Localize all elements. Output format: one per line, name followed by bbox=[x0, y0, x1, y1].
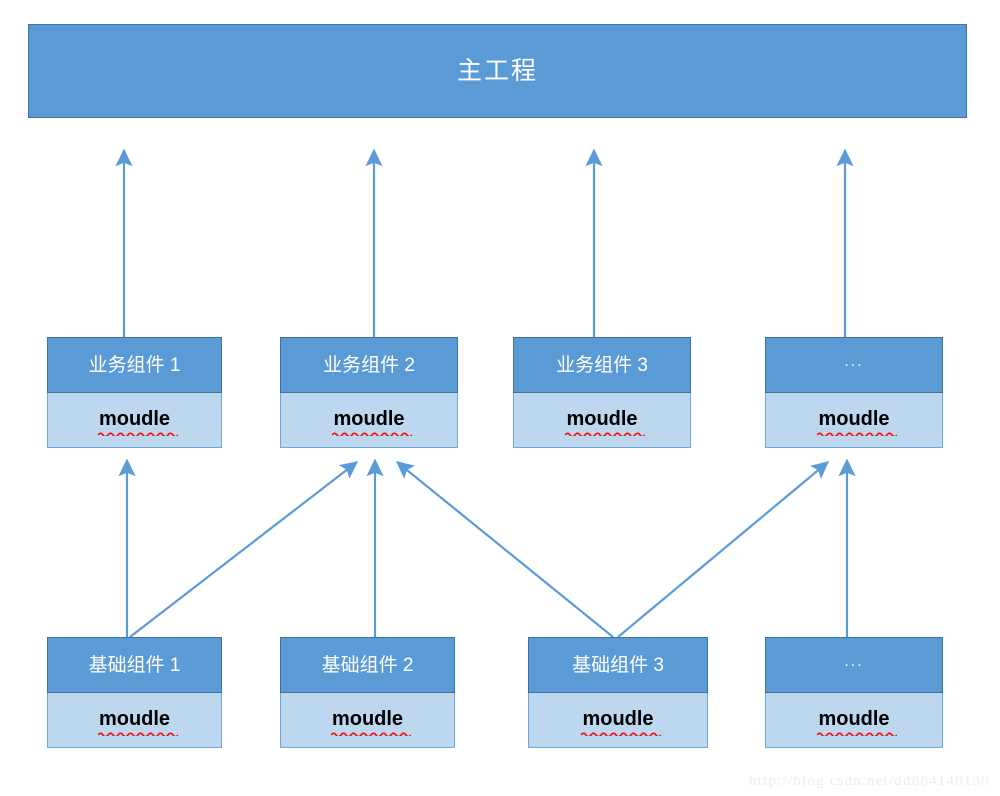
foundation-component-card-2[interactable]: 基础组件 2 moudle bbox=[280, 637, 455, 748]
module-text: moudle bbox=[818, 708, 890, 730]
foundation-component-title-3: 基础组件 3 bbox=[572, 654, 664, 676]
module-label-foundation-1: moudle bbox=[97, 708, 178, 736]
foundation-component-body-4: moudle bbox=[765, 693, 943, 748]
spellcheck-squiggle-icon bbox=[581, 732, 662, 736]
arrow-foundation-3-to-business-4 bbox=[617, 461, 830, 638]
foundation-component-body-3: moudle bbox=[528, 693, 708, 748]
foundation-component-header-4: ... bbox=[765, 637, 943, 693]
business-component-body-4: moudle bbox=[765, 393, 943, 448]
module-label-business-4: moudle bbox=[817, 408, 898, 436]
module-label-business-3: moudle bbox=[565, 408, 646, 436]
watermark-text: http://blog.csdn.net/dd864140130 bbox=[749, 773, 990, 789]
spellcheck-squiggle-icon bbox=[817, 432, 898, 436]
business-component-body-2: moudle bbox=[280, 393, 458, 448]
module-text: moudle bbox=[331, 708, 404, 730]
business-component-card-4[interactable]: ... moudle bbox=[765, 337, 943, 448]
business-component-card-2[interactable]: 业务组件 2 moudle bbox=[280, 337, 458, 448]
module-text: moudle bbox=[566, 408, 638, 430]
spellcheck-squiggle-icon bbox=[97, 732, 178, 736]
spellcheck-squiggle-icon bbox=[817, 732, 898, 736]
foundation-component-title-2: 基础组件 2 bbox=[321, 654, 414, 676]
module-text: moudle bbox=[582, 708, 654, 730]
spellcheck-squiggle-icon bbox=[97, 432, 178, 436]
module-label-foundation-4: moudle bbox=[817, 708, 898, 736]
foundation-component-card-1[interactable]: 基础组件 1 moudle bbox=[47, 637, 222, 748]
module-text: moudle bbox=[98, 708, 171, 730]
main-project-box[interactable]: 主工程 bbox=[28, 24, 967, 118]
foundation-component-card-4[interactable]: ... moudle bbox=[765, 637, 943, 748]
foundation-component-title-4: ... bbox=[844, 653, 864, 670]
module-text: moudle bbox=[333, 408, 405, 430]
business-component-card-3[interactable]: 业务组件 3 moudle bbox=[513, 337, 691, 448]
business-component-header-1: 业务组件 1 bbox=[47, 337, 222, 393]
business-component-body-1: moudle bbox=[47, 393, 222, 448]
business-component-title-2: 业务组件 2 bbox=[323, 354, 415, 376]
business-component-header-3: 业务组件 3 bbox=[513, 337, 691, 393]
spellcheck-squiggle-icon bbox=[332, 432, 413, 436]
module-text: moudle bbox=[818, 408, 890, 430]
business-component-title-1: 业务组件 1 bbox=[88, 354, 181, 376]
business-component-title-3: 业务组件 3 bbox=[556, 354, 648, 376]
arrow-foundation-3-to-business-2 bbox=[395, 461, 614, 638]
business-component-header-4: ... bbox=[765, 337, 943, 393]
module-label-business-2: moudle bbox=[332, 408, 413, 436]
arrow-foundation-1-to-business-2 bbox=[129, 461, 359, 638]
business-component-body-3: moudle bbox=[513, 393, 691, 448]
business-component-header-2: 业务组件 2 bbox=[280, 337, 458, 393]
business-component-title-4: ... bbox=[844, 353, 864, 370]
business-component-card-1[interactable]: 业务组件 1 moudle bbox=[47, 337, 222, 448]
foundation-component-body-2: moudle bbox=[280, 693, 455, 748]
foundation-component-body-1: moudle bbox=[47, 693, 222, 748]
spellcheck-squiggle-icon bbox=[330, 732, 411, 736]
module-label-foundation-2: moudle bbox=[330, 708, 411, 736]
main-project-label: 主工程 bbox=[456, 56, 538, 85]
spellcheck-squiggle-icon bbox=[565, 432, 646, 436]
module-text: moudle bbox=[98, 408, 171, 430]
foundation-component-header-2: 基础组件 2 bbox=[280, 637, 455, 693]
foundation-component-title-1: 基础组件 1 bbox=[88, 654, 181, 676]
foundation-component-card-3[interactable]: 基础组件 3 moudle bbox=[528, 637, 708, 748]
module-label-business-1: moudle bbox=[97, 408, 178, 436]
foundation-component-header-3: 基础组件 3 bbox=[528, 637, 708, 693]
module-label-foundation-3: moudle bbox=[581, 708, 662, 736]
foundation-component-header-1: 基础组件 1 bbox=[47, 637, 222, 693]
